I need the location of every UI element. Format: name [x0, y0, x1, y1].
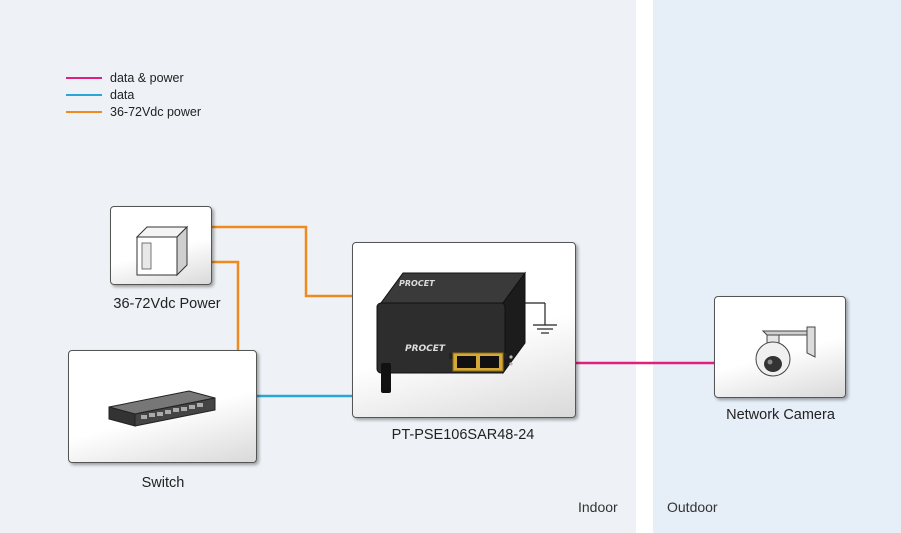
switch-icon: [108, 390, 216, 427]
power-supply-icon: [135, 225, 189, 277]
data-swatch: [66, 93, 102, 96]
legend-label: 36-72Vdc power: [110, 104, 202, 119]
dc-power-wire-top: [211, 225, 352, 298]
dc-power-swatch: [66, 110, 102, 113]
camera-panel: [714, 296, 846, 398]
switch-panel: [68, 350, 257, 463]
data-power-swatch: [66, 76, 102, 79]
power-supply-label: 36-72Vdc Power: [113, 296, 221, 312]
legend-item-dc-power: 36-72Vdc power: [66, 103, 201, 120]
injector-top-brand: PROCET: [399, 279, 435, 288]
indoor-label: Indoor: [578, 499, 618, 515]
poe-injector-icon: [376, 271, 557, 393]
dc-power-wire-switch: [211, 260, 240, 350]
legend-item-data-power: data & power: [66, 69, 201, 86]
legend-item-data: data: [66, 86, 201, 103]
legend: data & power data 36-72Vdc power: [66, 69, 201, 120]
outdoor-zone: [653, 0, 901, 533]
injector-panel: PROCET PROCET: [352, 242, 576, 418]
injector-label: PT-PSE106SAR48-24: [391, 427, 535, 443]
legend-label: data & power: [110, 70, 184, 85]
power-supply-panel: [110, 206, 212, 285]
legend-label: data: [110, 87, 135, 102]
switch-label: Switch: [141, 475, 185, 491]
camera-label: Network Camera: [726, 407, 835, 423]
camera-icon: [755, 326, 816, 377]
outdoor-label: Outdoor: [667, 499, 718, 515]
injector-front-brand: PROCET: [405, 344, 446, 354]
